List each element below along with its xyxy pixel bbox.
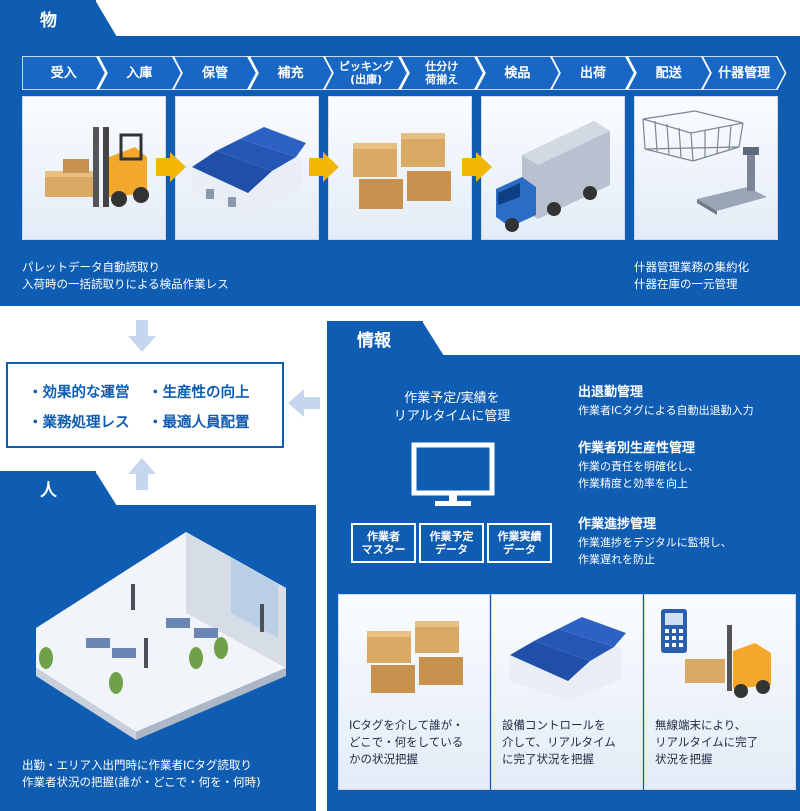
feature-line: 作業進捗をデジタルに監視し、 — [578, 536, 732, 549]
feature-line: 作業者ICタグによる自動出退勤入力 — [578, 404, 754, 417]
card-text: 無線端末により、 リアルタイムに完了 状況を把握 — [655, 717, 787, 768]
process-step-label: ピッキング (出庫) — [338, 60, 394, 86]
process-step-label: 補充 — [277, 65, 304, 81]
mono-tab-slant — [95, 0, 117, 37]
handheld-forklift-illustration — [661, 609, 771, 698]
forklift-illustration — [45, 127, 149, 207]
feature-productivity-text: 作業の責任を明確化し、 作業精度と効率を向上 — [578, 458, 699, 492]
process-step-label: 受入 — [50, 65, 77, 81]
mono-note-left: パレットデータ自動読取り 入荷時の一括読取りによる検品作業レス — [22, 259, 229, 293]
key-line: 作業予定 — [429, 530, 474, 543]
boxes-illustration — [367, 621, 463, 693]
card-line: リアルタイムに完了 — [655, 735, 759, 749]
process-step-label: 仕分け 荷揃え — [425, 60, 459, 86]
card-equipment-control: 設備コントロールを 介して、リアルタイム に完了状況を把握 — [491, 594, 643, 790]
card-line: に完了状況を把握 — [502, 752, 594, 766]
benefits-box: ・効果的な運営 ・生産性の向上 ・業務処理レス ・最適人員配置 — [6, 362, 284, 448]
key-planned-data: 作業予定 データ — [419, 523, 484, 563]
feature-line: 作業精度と効率を向上 — [578, 477, 688, 490]
note-line: 什器管理業務の集約化 — [634, 260, 749, 274]
process-step-label: 什器管理 — [718, 65, 771, 81]
card-text: ICタグを介して誰が・ どこで・何をしている かの状況把握 — [349, 717, 481, 768]
card-line: 設備コントロールを — [502, 718, 606, 732]
process-step-label: 出荷 — [579, 65, 606, 81]
benefit-effective-operation: ・効果的な運営 — [28, 385, 130, 401]
process-step-label: 入庫 — [126, 65, 153, 81]
cage-cart-illustration — [642, 110, 767, 215]
warehouse-illustration — [510, 617, 626, 701]
card-line: 無線端末により、 — [655, 718, 747, 732]
person-note: 出勤・エリア入出門時に作業者ICタグ読取り 作業者状況の把握(誰が・どこで・何を… — [22, 757, 261, 791]
panel-fixtures — [634, 96, 778, 240]
panel-picking — [328, 96, 472, 240]
feature-productivity-title: 作業者別生産性管理 — [578, 441, 696, 456]
card-line: 状況を把握 — [655, 752, 713, 766]
process-step-label: 保管 — [201, 65, 228, 81]
card-line: 介して、リアルタイム — [502, 735, 616, 749]
monitor-caption: 作業予定/実績を リアルタイムに管理 — [362, 390, 542, 426]
flow-arrow-1 — [156, 152, 186, 182]
card-line: どこで・何をしている — [349, 735, 464, 749]
process-step-chevron — [702, 56, 787, 90]
key-actual-data: 作業実績 データ — [487, 523, 552, 563]
process-step-chevron — [97, 56, 183, 90]
mono-note-right: 什器管理業務の集約化 什器在庫の一元管理 — [634, 259, 749, 293]
person-tab-slant — [95, 471, 117, 506]
panel-receiving — [22, 96, 166, 240]
key-line: データ — [503, 543, 536, 556]
arrow-up-light — [128, 458, 156, 490]
key-line: データ — [435, 543, 468, 556]
benefit-staffing: ・最適人員配置 — [148, 415, 250, 431]
arrow-down-light — [128, 320, 156, 352]
benefit-productivity: ・生産性の向上 — [148, 385, 250, 401]
card-line: かの状況把握 — [349, 752, 418, 766]
card-text: 設備コントロールを 介して、リアルタイム に完了状況を把握 — [502, 717, 634, 768]
flow-arrow-3 — [462, 152, 492, 182]
card-line: ICタグを介して誰が・ — [349, 718, 464, 732]
note-line: 作業者状況の把握(誰が・どこで・何を・何時) — [22, 775, 261, 789]
process-step-chevron — [324, 56, 409, 90]
boxes-illustration — [353, 133, 451, 209]
benefit-paperless: ・業務処理レス — [28, 415, 130, 431]
person-tab: 人 — [0, 471, 96, 505]
key-worker-master: 作業者 マスター — [351, 523, 416, 563]
info-tab-slant — [422, 321, 444, 356]
process-step-chevron — [400, 56, 485, 90]
feature-line: 作業の責任を明確化し、 — [578, 460, 699, 473]
feature-attendance-text: 作業者ICタグによる自動出退勤入力 — [578, 402, 754, 419]
info-tab: 情報 — [327, 321, 423, 355]
process-step-chevron — [248, 56, 334, 90]
key-line: マスター — [361, 543, 406, 556]
note-line: 出勤・エリア入出門時に作業者ICタグ読取り — [22, 758, 252, 772]
process-step-label: 検品 — [504, 65, 531, 81]
process-step-label: 配送 — [655, 65, 682, 81]
feature-progress-text: 作業進捗をデジタルに監視し、 作業遅れを防止 — [578, 534, 732, 568]
warehouse-illustration — [192, 127, 306, 213]
mono-tab: 物 — [0, 0, 96, 36]
monitor-icon — [411, 442, 495, 506]
process-step-chevron — [22, 56, 107, 90]
arrow-left-light — [288, 389, 320, 417]
key-line: 作業者 — [367, 530, 400, 543]
caption-line: リアルタイムに管理 — [393, 409, 511, 424]
note-line: 入荷時の一括読取りによる検品作業レス — [22, 277, 229, 291]
note-line: 什器在庫の一元管理 — [634, 277, 738, 291]
card-wireless-terminal: 無線端末により、 リアルタイムに完了 状況を把握 — [644, 594, 796, 790]
panel-shipping — [481, 96, 625, 240]
process-step-chevron — [626, 56, 712, 90]
feature-progress-title: 作業進捗管理 — [578, 517, 657, 532]
note-line: パレットデータ自動読取り — [22, 260, 160, 274]
office-illustration — [36, 532, 286, 740]
key-line: 作業実績 — [497, 530, 542, 543]
truck-illustration — [496, 121, 610, 232]
feature-attendance-title: 出退勤管理 — [578, 385, 644, 400]
process-step-chevron — [173, 56, 258, 90]
process-step-chevron — [551, 56, 636, 90]
flow-arrow-2 — [309, 152, 339, 182]
caption-line: 作業予定/実績を — [404, 391, 500, 406]
process-step-chevron — [475, 56, 561, 90]
feature-line: 作業遅れを防止 — [578, 553, 655, 566]
panel-storage — [175, 96, 319, 240]
card-ic-tag: ICタグを介して誰が・ どこで・何をしている かの状況把握 — [338, 594, 490, 790]
